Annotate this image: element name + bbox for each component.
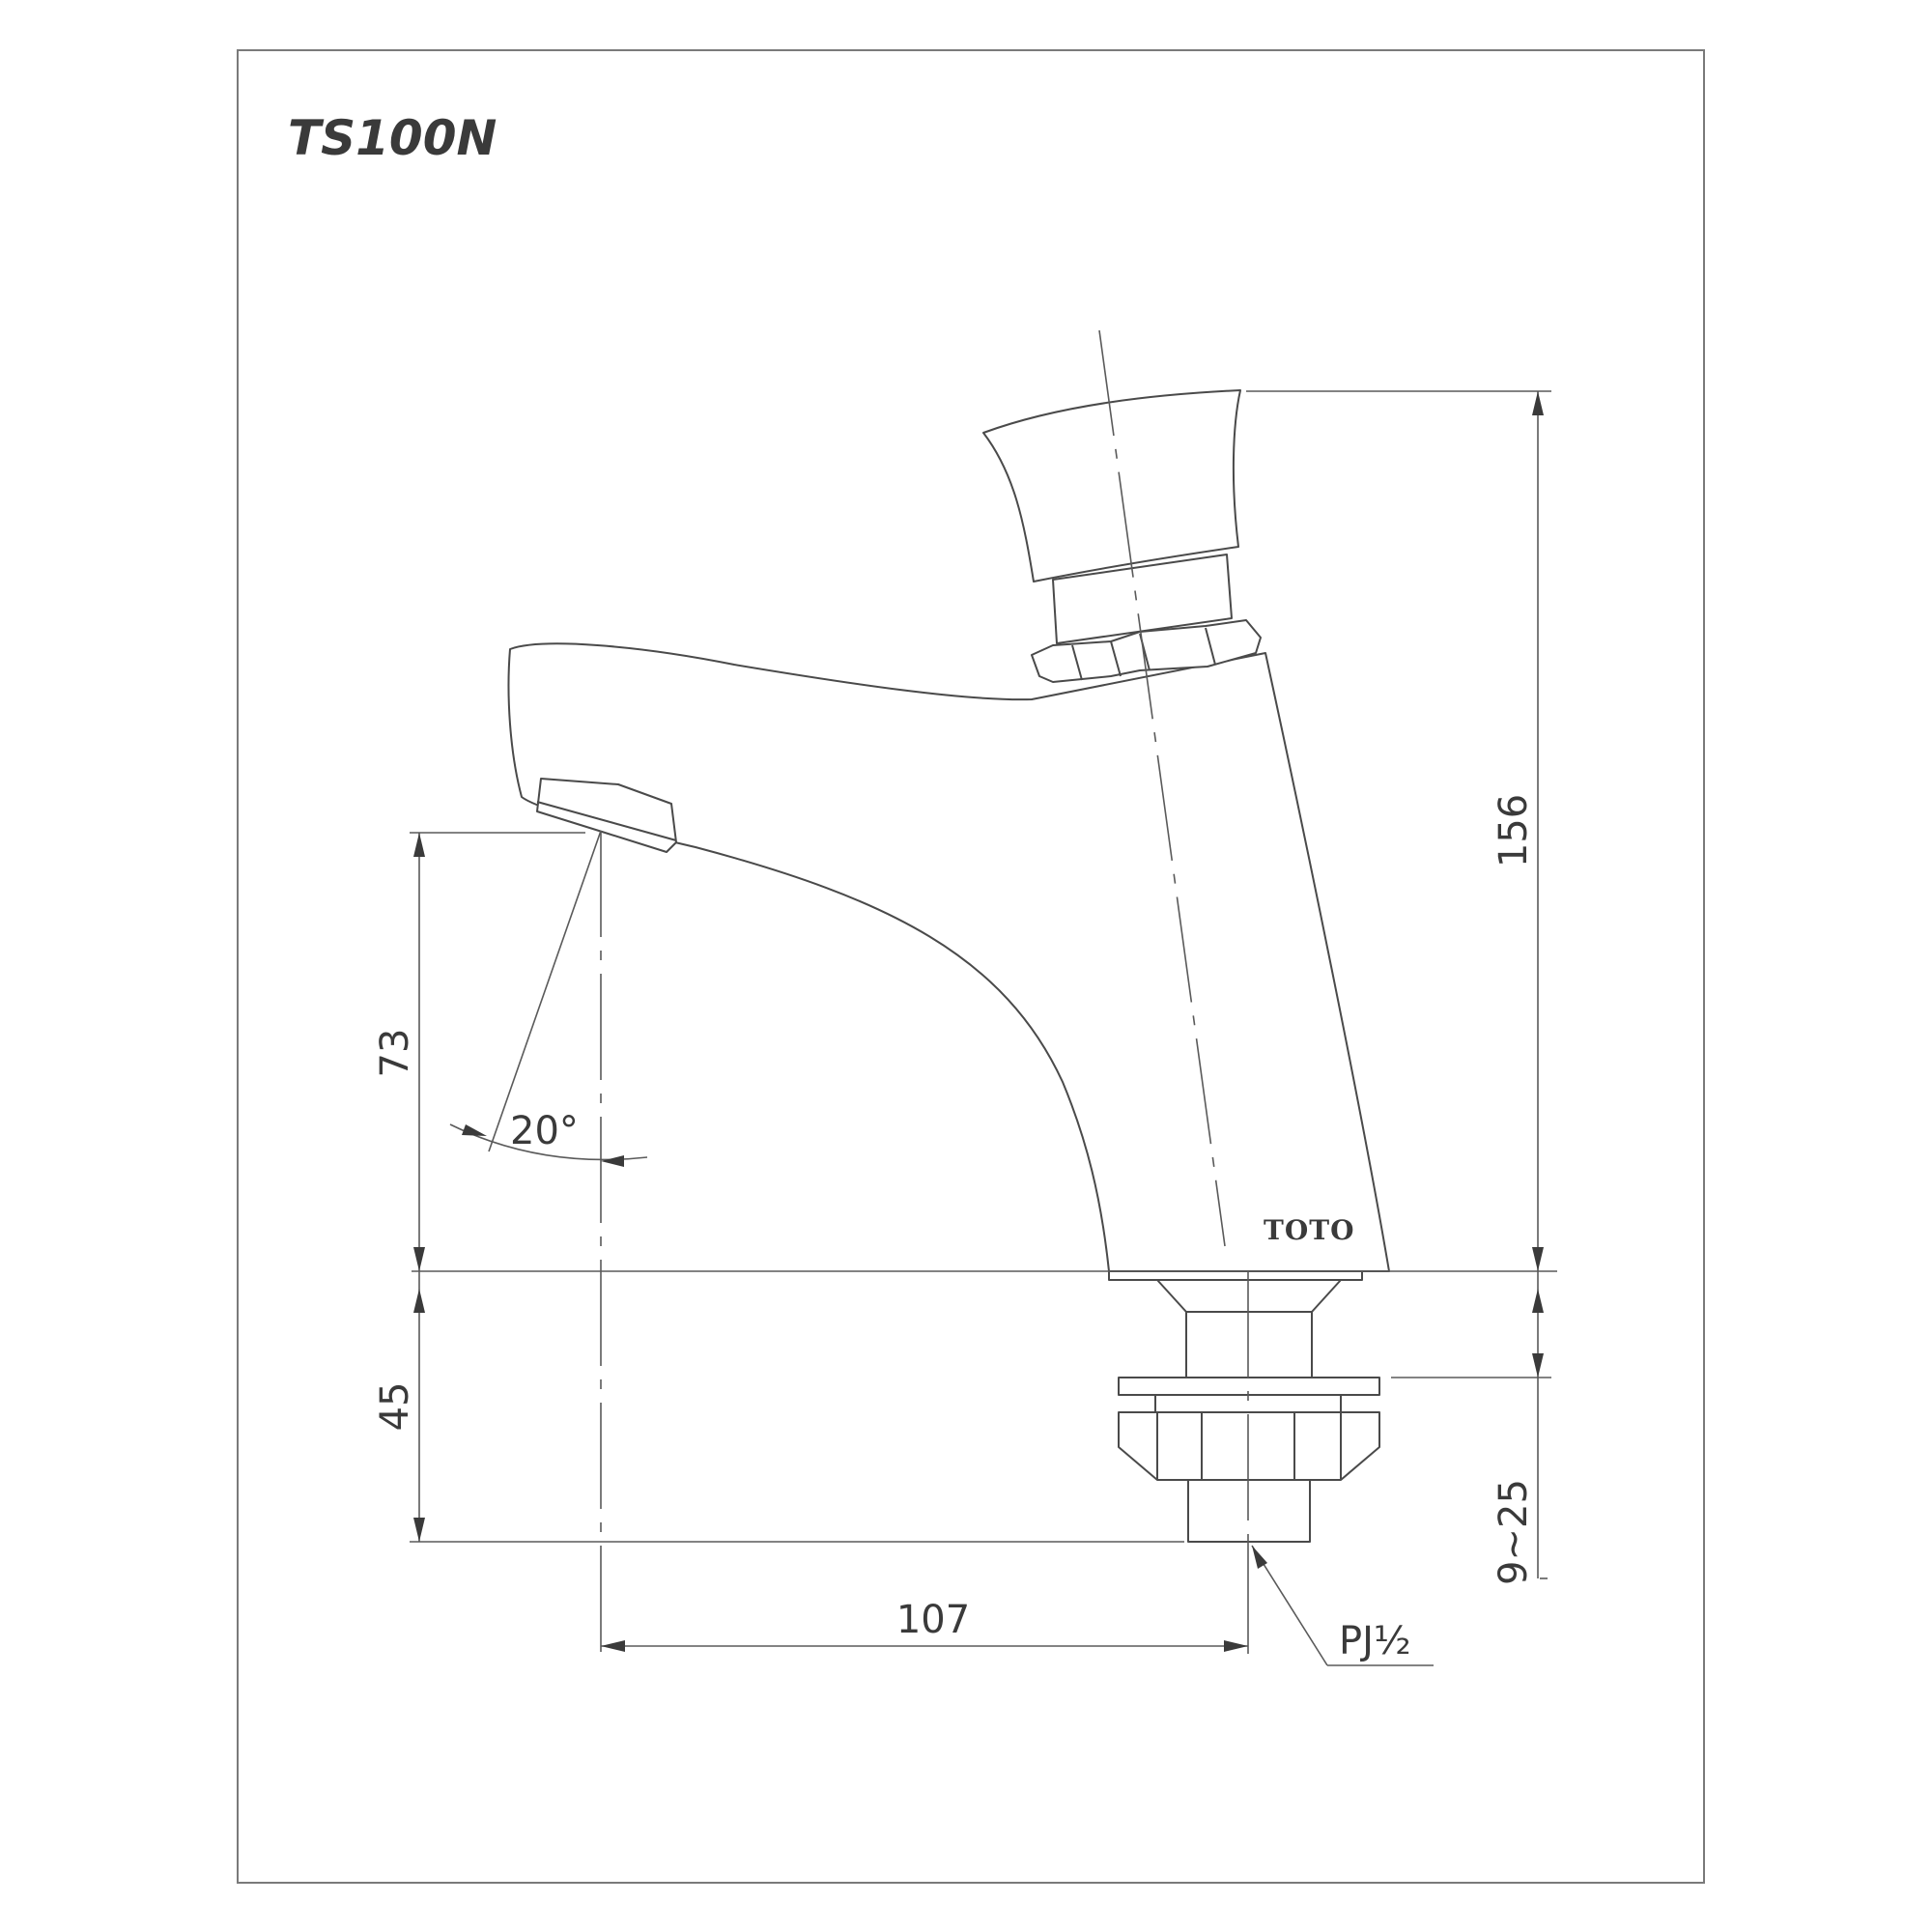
button-axis-centerline [1098, 329, 1226, 1247]
dimension-spout-height-label: 73 [373, 1029, 417, 1078]
dimension-spout-height: 73 [373, 833, 425, 1271]
thread-end [1187, 1479, 1311, 1543]
dimension-counter-thickness-label: 9~25 [1492, 1479, 1536, 1585]
button-stem [1052, 554, 1233, 644]
dimension-counter-thickness: 9~25 [1492, 1271, 1544, 1585]
dimension-shank-length: 45 [373, 1271, 425, 1542]
hex-nut-facets [1071, 627, 1216, 681]
dimension-total-height-label: 156 [1492, 794, 1536, 867]
model-title: TS100N [288, 110, 497, 166]
dimension-shank-length-label: 45 [373, 1382, 417, 1432]
dimension-spout-angle-label: 20° [510, 1109, 579, 1153]
aerator [536, 778, 677, 853]
aerator-edge [536, 801, 677, 841]
faucet-spout-and-column [507, 642, 1390, 1272]
hex-nut [1031, 619, 1262, 683]
lock-nut-facets [1156, 1412, 1342, 1480]
water-stream-angled-line [488, 830, 602, 1152]
brand-logo: TOTO [1264, 1214, 1354, 1246]
drawing-frame [237, 49, 1705, 1884]
dimension-spout-angle: 20° [449, 1109, 648, 1167]
dimension-total-height: 156 [1492, 391, 1544, 1271]
base-flange [1108, 1270, 1363, 1281]
dimension-spout-reach-label: 107 [896, 1598, 970, 1642]
tapered-neck [1156, 1279, 1342, 1313]
faucet-body: TOTO [507, 389, 1390, 1543]
thread-label: PJ½ [1339, 1619, 1411, 1663]
push-button-cap [982, 389, 1241, 582]
dimension-spout-reach: 107 [601, 1598, 1248, 1652]
thread-leader: PJ½ [1251, 1545, 1434, 1666]
